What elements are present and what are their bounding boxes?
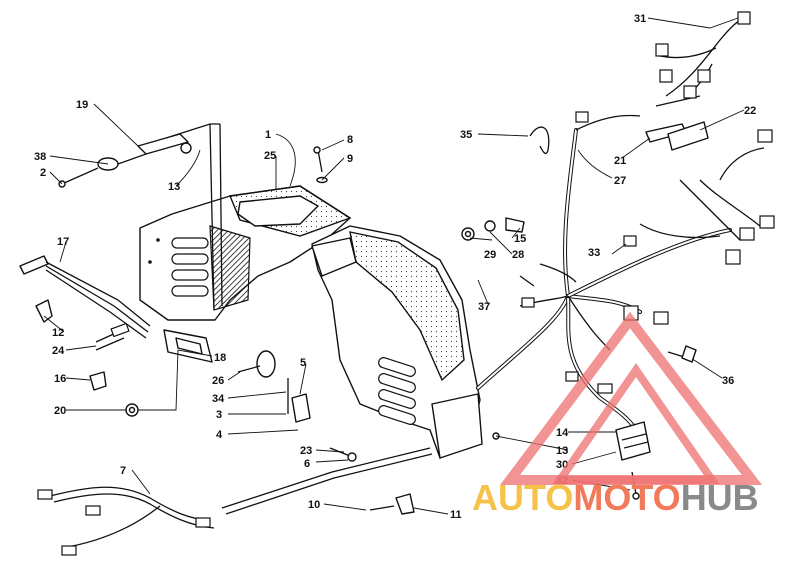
cable-assembly	[19, 255, 151, 339]
callout-5: 5	[300, 357, 306, 369]
callout-38: 38	[34, 151, 46, 163]
cable-strap-35	[529, 126, 550, 154]
callout-22: 22	[744, 105, 756, 117]
left-vent-slots	[171, 237, 209, 297]
callout-4: 4	[216, 429, 223, 441]
tie-37	[519, 263, 577, 287]
callout-8: 8	[347, 134, 353, 146]
callout-6: 6	[304, 458, 310, 470]
callout-labels: 1 25 19 38 2 13 8 9 17 12 24 16 20 18 26…	[34, 13, 756, 521]
callout-36: 36	[722, 375, 734, 387]
wire-connectors	[95, 322, 130, 351]
cable-10	[221, 447, 433, 515]
bracket	[35, 299, 53, 323]
callout-16: 16	[54, 373, 66, 385]
wiring-harness-31	[655, 11, 751, 107]
callout-27: 27	[614, 175, 626, 187]
callout-21: 21	[614, 155, 626, 167]
callout-15: 15	[514, 233, 526, 245]
leader-lines	[43, 17, 745, 515]
callout-13-bottom: 13	[556, 445, 568, 457]
callout-29: 29	[484, 249, 496, 261]
callout-7: 7	[120, 465, 126, 477]
main-wiring-harness	[476, 111, 775, 432]
lower-bracket	[237, 350, 311, 423]
ground-tie-36	[667, 345, 697, 363]
nut-20	[125, 403, 139, 417]
callout-18: 18	[214, 352, 226, 364]
callout-31: 31	[634, 13, 646, 25]
automotohub-watermark: AUTOMOTOHUB	[472, 311, 763, 518]
callout-33: 33	[588, 247, 600, 259]
callout-35: 35	[460, 129, 472, 141]
right-vent-slots	[378, 357, 416, 425]
badge-plate	[163, 329, 213, 363]
bolt-8	[313, 146, 328, 184]
callout-14: 14	[556, 427, 569, 439]
mirror-mount	[58, 157, 119, 188]
callout-10: 10	[308, 499, 320, 511]
callout-2: 2	[40, 167, 46, 179]
grommet-16	[89, 371, 107, 391]
callout-3: 3	[216, 409, 222, 421]
console-housing	[139, 185, 352, 321]
callout-34: 34	[212, 393, 225, 405]
callout-11: 11	[450, 509, 462, 521]
callout-12: 12	[52, 327, 64, 339]
callout-37: 37	[478, 301, 490, 313]
harness-7	[37, 486, 215, 556]
label-22	[667, 121, 709, 151]
right-side-cover	[311, 225, 483, 459]
screw-6	[329, 447, 357, 462]
callout-28: 28	[512, 249, 524, 261]
callout-1: 1	[265, 129, 271, 141]
callout-20: 20	[54, 405, 66, 417]
callout-26: 26	[212, 375, 224, 387]
callout-24: 24	[52, 345, 65, 357]
callout-17: 17	[57, 236, 69, 248]
callout-25: 25	[264, 150, 276, 162]
watermark-triangle-inner	[552, 362, 720, 484]
callout-9: 9	[347, 153, 353, 165]
watermark-text: AUTOMOTOHUB	[472, 477, 759, 518]
callout-19: 19	[76, 99, 88, 111]
callout-13-top: 13	[168, 181, 180, 193]
callout-23: 23	[300, 445, 312, 457]
mirror	[117, 133, 192, 165]
clip-11	[369, 493, 415, 515]
